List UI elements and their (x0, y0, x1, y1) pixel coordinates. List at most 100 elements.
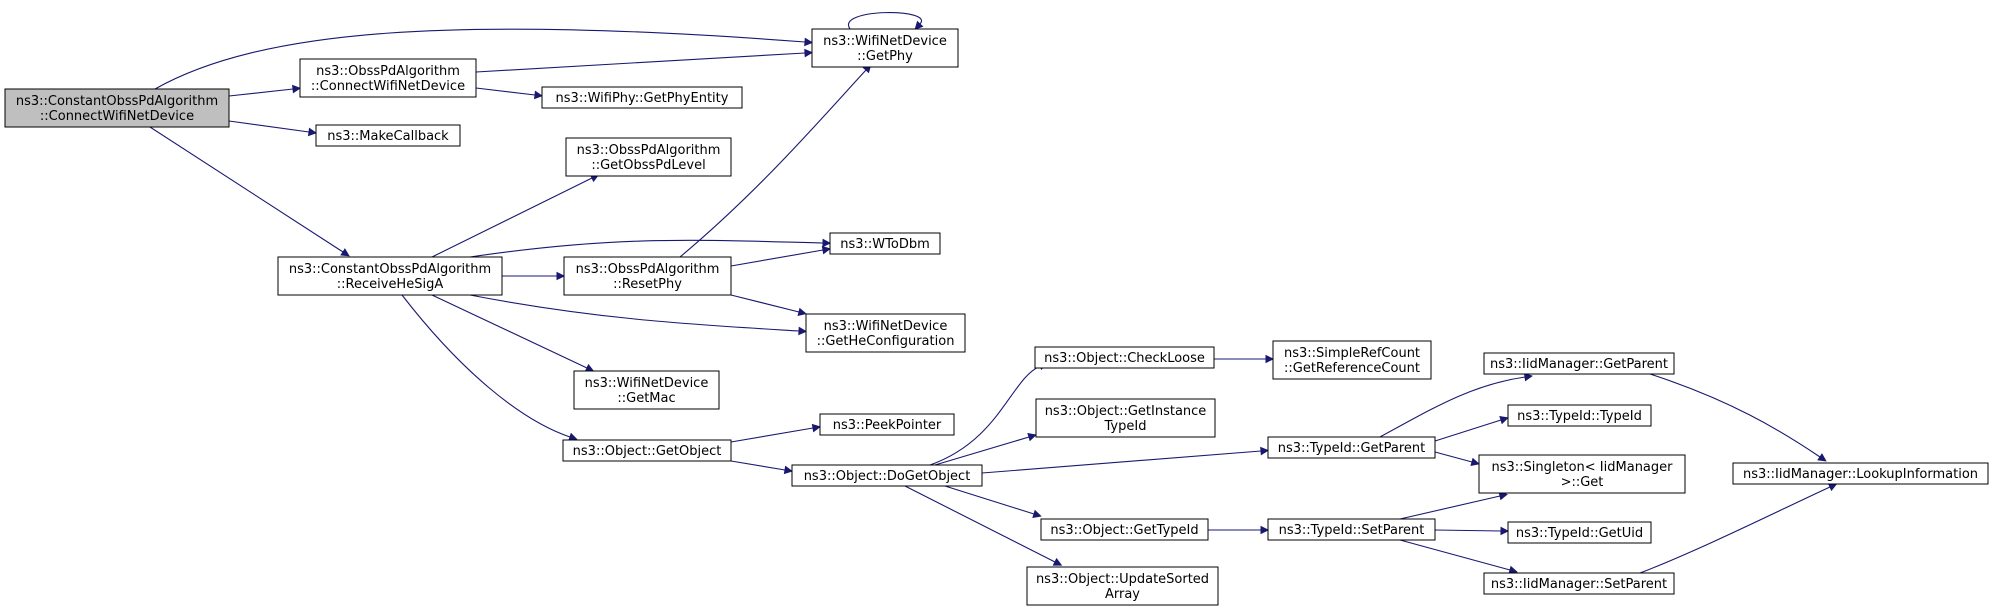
arrowhead-icon (1508, 565, 1518, 575)
edge-typeid_getparent-to-singleton_get (1434, 451, 1480, 467)
edge-constant_connect-to-obsspd_connect (228, 84, 302, 97)
node-lookupinfo[interactable]: ns3::IidManager::LookupInformation (1732, 462, 1989, 485)
node-label-line: ns3::ObssPdAlgorithm (576, 262, 720, 277)
edge-line (730, 294, 800, 313)
edge-line (431, 177, 593, 258)
node-label-line: ::ConnectWifiNetDevice (311, 79, 465, 94)
edge-resetphy-to-wtodbm (730, 245, 831, 267)
edge-line (944, 485, 1035, 515)
edge-typeid_getparent-to-typeid_typeid (1434, 416, 1509, 442)
edge-receivehesiga-to-resetphy (502, 271, 566, 281)
node-singleton-get[interactable]: ns3::Singleton< IidManager >::Get (1478, 454, 1686, 494)
node-box (819, 413, 955, 436)
node-label-line: ::GetMac (617, 391, 675, 406)
arrowhead-icon (797, 307, 807, 317)
edge-line (1649, 373, 1821, 458)
node-resetphy[interactable]: ns3::ObssPdAlgorithm::ResetPhy (563, 256, 732, 296)
node-box (1478, 454, 1686, 494)
edge-line (847, 12, 923, 30)
node-box (4, 88, 230, 128)
edge-line (934, 436, 1030, 466)
node-box (1040, 518, 1209, 541)
arrowhead-icon (914, 20, 924, 30)
node-box (565, 137, 732, 177)
edge-constant_connect-to-receivehesiga (149, 126, 350, 257)
edge-receivehesiga-to-getobject (401, 294, 578, 441)
node-label-line: ::ConnectWifiNetDevice (40, 109, 194, 124)
arrowhead-icon (1032, 509, 1042, 518)
node-box (1267, 436, 1436, 459)
node-box (1272, 340, 1432, 380)
edge-line (154, 28, 806, 90)
node-box (573, 370, 720, 410)
node-box (562, 439, 732, 462)
node-label-line: ns3::Object::UpdateSorted (1036, 572, 1209, 587)
node-peekpointer[interactable]: ns3::PeekPointer (819, 413, 955, 436)
node-getrefcount[interactable]: ns3::SimpleRefCount::GetReferenceCount (1272, 340, 1432, 380)
node-label-line: ns3::ObssPdAlgorithm (577, 143, 721, 158)
node-getmac[interactable]: ns3::WifiNetDevice::GetMac (573, 370, 720, 410)
node-obsspd-connect[interactable]: ns3::ObssPdAlgorithm::ConnectWifiNetDevi… (299, 58, 477, 98)
node-box (1267, 518, 1436, 541)
node-iid-getparent[interactable]: ns3::IidManager::GetParent (1483, 352, 1675, 375)
edge-line (469, 294, 800, 332)
node-makecallback[interactable]: ns3::MakeCallback (315, 124, 461, 147)
edge-line (1399, 539, 1511, 571)
node-label-line: ::GetHeConfiguration (817, 334, 955, 349)
node-getobjtypeid[interactable]: ns3::Object::GetTypeId (1040, 518, 1209, 541)
node-box (829, 232, 941, 255)
node-label-line: ns3::IidManager::GetParent (1490, 357, 1668, 372)
node-box (1483, 352, 1675, 375)
node-label-line: ::ReceiveHeSigA (337, 277, 444, 292)
node-constant-connect[interactable]: ns3::ConstantObssPdAlgorithm::ConnectWif… (4, 88, 230, 128)
edge-receivehesiga-to-gethecfg (469, 294, 808, 336)
node-dogetobject[interactable]: ns3::Object::DoGetObject (791, 464, 983, 487)
arrowhead-icon (1499, 416, 1509, 425)
edge-getphy-to-getphy (847, 12, 924, 30)
edge-obsspd_connect-to-getphyentity (475, 87, 544, 100)
arrowhead-icon (1500, 526, 1510, 536)
node-label-line: ns3::MakeCallback (327, 129, 449, 144)
node-label-line: ns3::IidManager::LookupInformation (1743, 467, 1978, 482)
edge-line (1639, 486, 1831, 574)
node-typeid-getparent[interactable]: ns3::TypeId::GetParent (1267, 436, 1436, 459)
arrowhead-icon (798, 326, 808, 336)
node-iid-setparent[interactable]: ns3::IidManager::SetParent (1483, 572, 1675, 595)
arrowhead-icon (340, 248, 350, 257)
node-typeid-getuid[interactable]: ns3::TypeId::GetUid (1507, 521, 1652, 544)
node-checkloose[interactable]: ns3::Object::CheckLoose (1034, 346, 1215, 369)
node-box (315, 124, 461, 147)
node-box (1507, 404, 1652, 427)
node-label-line: ns3::WToDbm (840, 237, 930, 252)
node-getphy[interactable]: ns3::WifiNetDevice::GetPhy (811, 28, 959, 68)
edge-constant_connect-to-makecallback (228, 120, 318, 137)
edge-typeid_setparent-to-iid_setparent (1399, 539, 1518, 575)
node-label-line: ns3::Singleton< IidManager (1491, 460, 1673, 475)
node-wtodbm[interactable]: ns3::WToDbm (829, 232, 941, 255)
edge-dogetobject-to-getobjtypeid (944, 485, 1042, 518)
node-label-line: ::ResetPhy (613, 277, 682, 292)
edge-line (730, 460, 786, 471)
node-receivehesiga[interactable]: ns3::ConstantObssPdAlgorithm::ReceiveHeS… (277, 256, 503, 296)
arrowhead-icon (804, 37, 814, 47)
node-typeid-setparent[interactable]: ns3::TypeId::SetParent (1267, 518, 1436, 541)
node-label-line: ns3::Object::GetInstance (1045, 404, 1207, 419)
node-typeid-typeid[interactable]: ns3::TypeId::TypeId (1507, 404, 1652, 427)
node-getphyentity[interactable]: ns3::WifiPhy::GetPhyEntity (541, 86, 743, 109)
node-label-line: TypeId (1104, 419, 1147, 434)
node-gethecfg[interactable]: ns3::WifiNetDevice::GetHeConfiguration (805, 313, 966, 353)
node-getobsspdlevel[interactable]: ns3::ObssPdAlgorithm::GetObssPdLevel (565, 137, 732, 177)
node-label-line: >::Get (1561, 475, 1604, 490)
arrowhead-icon (822, 238, 832, 248)
node-label-line: ::GetPhy (857, 49, 913, 64)
edge-typeid_getparent-to-iid_getparent (1379, 372, 1534, 438)
node-label-line: Array (1105, 587, 1140, 602)
arrowhead-icon (783, 465, 794, 475)
node-getobject[interactable]: ns3::Object::GetObject (562, 439, 732, 462)
edge-line (228, 88, 294, 97)
edge-line (1379, 376, 1526, 438)
edge-typeid_setparent-to-typeid_getuid (1434, 526, 1510, 536)
